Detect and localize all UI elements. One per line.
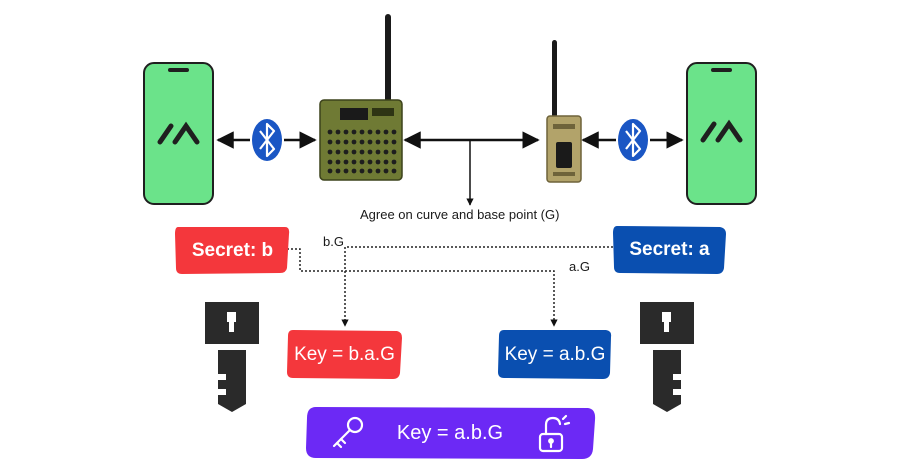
left-key-lock-icon bbox=[205, 302, 259, 412]
bG-label: b.G bbox=[323, 234, 344, 249]
key-left-label: Key = b.a.G bbox=[294, 343, 395, 365]
secret-a-shape bbox=[613, 226, 726, 274]
secret-b-label: Secret: b bbox=[191, 239, 274, 261]
right-phone-icon bbox=[686, 62, 757, 205]
secret-a-label: Secret: a bbox=[629, 239, 710, 260]
left-phone-icon bbox=[143, 62, 214, 205]
key-right-shape bbox=[498, 330, 612, 379]
app-logo-icon bbox=[700, 119, 743, 143]
key-icon bbox=[332, 416, 364, 449]
left-lora-device-icon bbox=[319, 14, 403, 181]
unlock-icon bbox=[538, 414, 571, 453]
key-right-label: Key = a.b.G bbox=[504, 343, 606, 365]
exchange-lines bbox=[287, 246, 613, 327]
right-key-lock-icon bbox=[640, 302, 694, 412]
app-logo-icon bbox=[157, 121, 200, 145]
shared-key-shape bbox=[306, 407, 596, 459]
agree-label: Agree on curve and base point (G) bbox=[360, 207, 560, 222]
secret-b-shape bbox=[175, 227, 290, 274]
right-lora-device-icon bbox=[546, 40, 582, 183]
left-bluetooth-icon bbox=[252, 119, 282, 161]
link-arrows bbox=[216, 131, 684, 206]
right-bluetooth-icon bbox=[618, 119, 648, 161]
shared-key-label: Key = a.b.G bbox=[396, 422, 504, 444]
aG-label: a.G bbox=[569, 259, 590, 274]
key-left-shape bbox=[287, 330, 402, 379]
